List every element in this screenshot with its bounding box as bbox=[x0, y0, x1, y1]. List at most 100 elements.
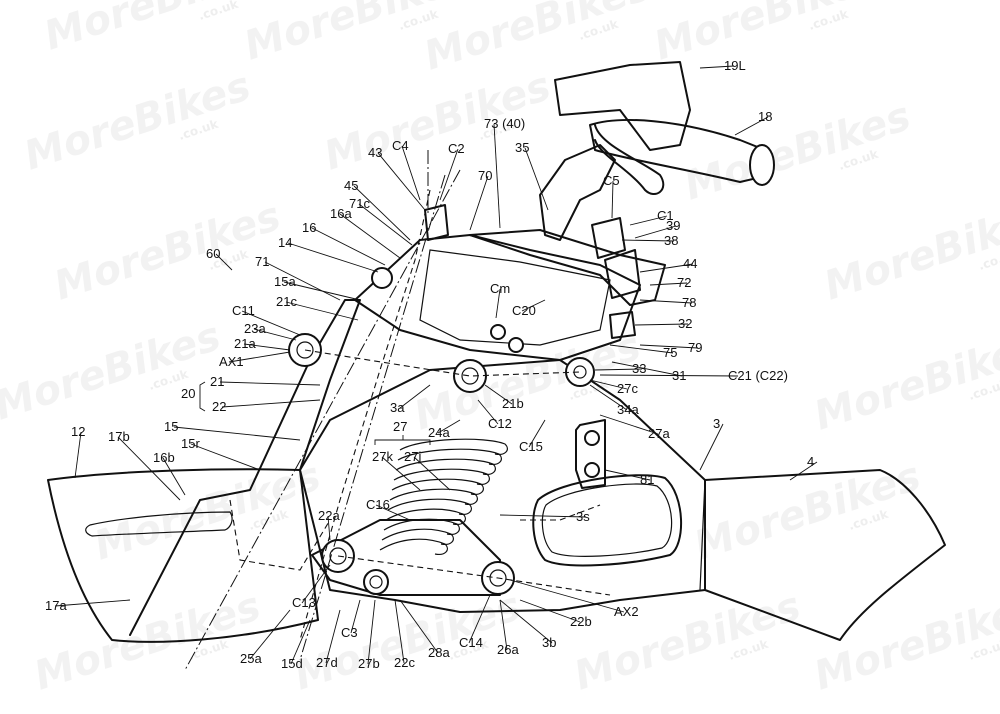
label-81: 81 bbox=[640, 472, 654, 487]
leader-21a bbox=[243, 343, 291, 351]
leader-23a bbox=[253, 328, 297, 341]
spring-coil bbox=[399, 438, 508, 455]
frame-window bbox=[532, 474, 682, 567]
label-c1: C1 bbox=[657, 208, 674, 223]
watermark-text: MoreBikes bbox=[289, 583, 526, 699]
label-33: 33 bbox=[632, 361, 646, 376]
leader-3a bbox=[399, 384, 431, 409]
leader-45 bbox=[353, 185, 411, 241]
label-27j: 27j bbox=[404, 449, 421, 464]
leader-16 bbox=[311, 227, 386, 266]
leader-21b bbox=[484, 384, 513, 405]
leader-60 bbox=[215, 253, 233, 271]
label-16: 16 bbox=[302, 220, 316, 235]
label-c11: C11 bbox=[232, 303, 255, 318]
label-79: 79 bbox=[688, 340, 702, 355]
leader-27a bbox=[599, 414, 659, 435]
leader-lines bbox=[54, 65, 818, 665]
leader-22 bbox=[221, 399, 321, 408]
watermark-text: MoreBikes bbox=[689, 453, 926, 569]
group-bracket-20 bbox=[199, 381, 206, 412]
leader-22b bbox=[519, 599, 581, 623]
rear-frame bbox=[704, 469, 946, 641]
leader-c3 bbox=[350, 599, 361, 634]
fastener-43 bbox=[424, 204, 449, 241]
label-15r: 15r bbox=[181, 436, 200, 451]
hole-81-b bbox=[584, 462, 600, 478]
leader-70 bbox=[469, 175, 489, 231]
spring-coil bbox=[389, 488, 478, 505]
label-21c: 21c bbox=[276, 294, 297, 309]
leader-71 bbox=[264, 261, 341, 301]
frame-tube bbox=[129, 299, 361, 636]
leader-18 bbox=[734, 116, 769, 136]
label-c21-c22: C21 (C22) bbox=[728, 368, 788, 383]
fastener-32 bbox=[609, 311, 636, 339]
leader-c1 bbox=[629, 215, 668, 226]
label-25a: 25a bbox=[240, 651, 262, 666]
label-16a: 16a bbox=[330, 206, 352, 221]
leader-22c bbox=[394, 599, 405, 664]
label-24a: 24a bbox=[428, 425, 450, 440]
label-15a: 15a bbox=[274, 274, 296, 289]
hidden-shaft bbox=[299, 189, 431, 641]
label-73-40: 73 (40) bbox=[484, 116, 525, 131]
label-3: 3 bbox=[713, 416, 720, 431]
label-c13: C13 bbox=[292, 595, 316, 610]
label-32: 32 bbox=[678, 316, 692, 331]
label-c12: C12 bbox=[488, 416, 512, 431]
leader-c12 bbox=[477, 399, 499, 425]
bracket-81 bbox=[575, 419, 606, 489]
leader-32 bbox=[634, 323, 689, 326]
leader-21 bbox=[219, 381, 321, 386]
watermark-text: MoreBikes bbox=[809, 323, 1000, 439]
label-17a: 17a bbox=[45, 598, 67, 613]
leader-14 bbox=[287, 242, 379, 273]
leader-17b bbox=[117, 436, 181, 501]
leader-24a bbox=[437, 419, 461, 434]
cover-plate bbox=[469, 229, 666, 306]
hole-cm-b bbox=[508, 337, 524, 353]
hidden-fork bbox=[229, 499, 331, 571]
label-71c: 71c bbox=[349, 196, 370, 211]
label-c14: C14 bbox=[459, 635, 483, 650]
leader-39 bbox=[634, 225, 677, 239]
grip-end bbox=[749, 144, 775, 186]
leader-71c bbox=[358, 203, 413, 246]
leader-81 bbox=[604, 469, 651, 481]
leader-44 bbox=[639, 263, 694, 273]
frame-window-inner bbox=[541, 483, 673, 557]
spring-coil bbox=[381, 528, 454, 545]
label-22b: 22b bbox=[570, 614, 592, 629]
label-45: 45 bbox=[344, 178, 358, 193]
leader-35 bbox=[524, 147, 549, 211]
leader-3 bbox=[699, 423, 724, 471]
leader-cm bbox=[495, 288, 501, 319]
hidden-cable bbox=[520, 504, 601, 521]
hidden-link-b bbox=[337, 555, 611, 596]
label-17b: 17b bbox=[108, 429, 130, 444]
label-21b: 21b bbox=[502, 396, 524, 411]
leader-c13 bbox=[301, 564, 331, 604]
leader-c2 bbox=[439, 148, 459, 201]
rear-frame-inner bbox=[699, 479, 706, 591]
label-34a: 34a bbox=[617, 402, 639, 417]
fastener-38 bbox=[591, 217, 626, 259]
handlebar-riser bbox=[539, 144, 616, 241]
spring-coil bbox=[391, 478, 484, 495]
label-22: 22 bbox=[212, 399, 226, 414]
label-c3: C3 bbox=[341, 625, 358, 640]
spring-coil bbox=[397, 448, 502, 465]
pivot-c3 bbox=[363, 569, 389, 595]
leader-16a bbox=[339, 213, 401, 259]
spring-coil bbox=[379, 538, 448, 555]
leader-3s bbox=[499, 514, 587, 518]
leader-17a bbox=[54, 599, 131, 607]
leader-3b bbox=[499, 599, 553, 644]
leader-34a bbox=[589, 384, 628, 411]
leader-33 bbox=[594, 368, 643, 371]
leader-28a bbox=[399, 599, 439, 654]
leader-c21-c22 bbox=[599, 374, 739, 377]
label-18: 18 bbox=[758, 109, 772, 124]
leader-27d bbox=[325, 609, 341, 664]
